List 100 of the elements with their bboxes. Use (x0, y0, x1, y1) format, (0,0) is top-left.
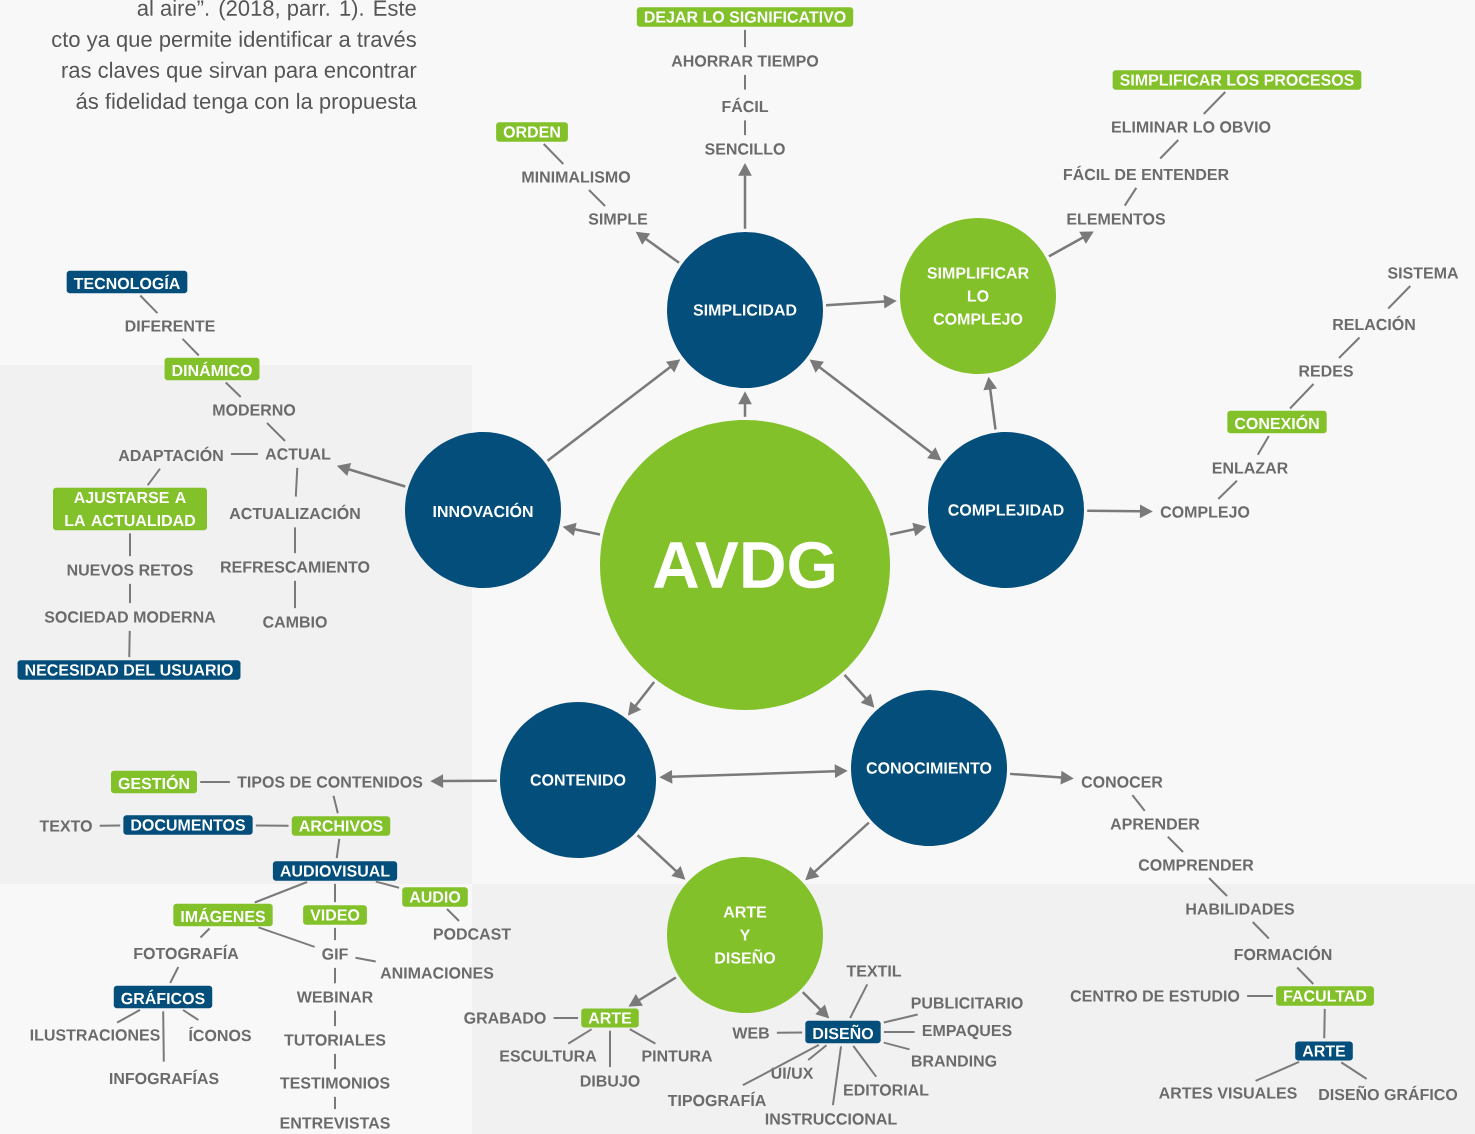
connector-line (446, 908, 461, 922)
keyword-text: EDITORIAL (844, 1084, 929, 1096)
keyword-text: WEB (732, 1027, 769, 1039)
keyword-box: DOCUMENTOS (123, 815, 253, 835)
keyword-text: INFOGRAFÍAS (109, 1069, 219, 1085)
keyword-box: CONEXIÓN (1227, 410, 1327, 434)
connector-line (744, 119, 746, 137)
connector-line (1254, 1060, 1301, 1082)
connector-line (334, 926, 336, 942)
keyword-text: MINIMALISMO (522, 171, 630, 183)
connector-line (1289, 383, 1315, 410)
connector-line (334, 966, 336, 985)
keyword-text: CENTRO DE ESTUDIO (1070, 990, 1240, 1002)
keyword-text: CAMBIO (263, 616, 327, 628)
connector-line (1256, 434, 1270, 456)
keyword-text: ELEMENTOS (1067, 213, 1165, 225)
connector-line (628, 1028, 657, 1045)
keyword-text: ESCULTURA (500, 1050, 597, 1062)
connector-line (588, 189, 607, 207)
connector-line (1159, 139, 1180, 160)
connector-line (1202, 91, 1227, 115)
connector-line (1251, 921, 1270, 940)
keyword-text: HABILIDADES (1186, 903, 1295, 915)
connector-line (335, 837, 341, 860)
keyword-text: REDES (1299, 365, 1353, 377)
connector-line (334, 1095, 336, 1111)
connector-line (1123, 186, 1138, 207)
keyword-text: ADAPTACIÓN (118, 446, 223, 462)
keyword-text: REFRESCAMIENTO (221, 561, 370, 573)
keyword-text: ARTES VISUALES (1159, 1087, 1297, 1099)
connector-line (542, 143, 565, 165)
connector-line (1208, 877, 1229, 897)
connector-line (1296, 966, 1315, 985)
keyword-text: PINTURA (642, 1050, 713, 1062)
connector-line (852, 1044, 878, 1078)
connector-line (1338, 336, 1361, 359)
connector-line (334, 882, 336, 904)
connector-line (139, 294, 159, 315)
connector-line (129, 532, 131, 558)
keyword-text: FOTOGRAFÍA (134, 944, 239, 960)
connector-line (128, 629, 131, 659)
keyword-box: IMÁGENES (173, 903, 273, 927)
keyword-text: PODCAST (433, 928, 511, 940)
keyword-box: ARCHIVOS (291, 816, 391, 836)
keyword-text: ILUSTRACIONES (30, 1029, 160, 1041)
keyword-box: ARTE (1295, 1041, 1353, 1061)
keyword-text: DISEÑO GRÁFICO (1319, 1085, 1458, 1101)
connector-line (1323, 1007, 1326, 1040)
keyword-text: EMPAQUES (922, 1024, 1012, 1040)
keyword-text: ANIMACIONES (380, 967, 494, 979)
keyword-text: ELIMINAR LO OBVIO (1112, 121, 1271, 133)
keyword-text: MODERNO (213, 404, 296, 416)
connector-line (831, 1045, 843, 1107)
keyword-text: COMPLEJO (1160, 506, 1250, 518)
connector-line (162, 1010, 165, 1063)
keyword-text: TEXTIL (846, 965, 902, 977)
keyword-box: SIMPLIFICAR LOS PROCESOS (1112, 70, 1362, 90)
keyword-text: BRANDING (911, 1055, 997, 1067)
connector-line (229, 453, 259, 455)
keyword-text: WEBINAR (296, 991, 373, 1003)
keyword-box: AJUSTARSE A LA ACTUALIDAD (53, 487, 207, 531)
connector-line (1217, 479, 1238, 501)
keyword-box: GESTIÓN (111, 770, 197, 794)
keyword-text: FORMACIÓN (1234, 945, 1332, 961)
keyword-box: AUDIOVISUAL (272, 861, 398, 881)
connector-line (294, 466, 299, 498)
connector-line (146, 467, 161, 487)
keyword-text: ÍCONOS (189, 1026, 251, 1042)
connector-line (882, 1041, 911, 1051)
connector-line (98, 824, 122, 827)
keyword-text: SOCIEDAD MODERNA (44, 611, 216, 623)
keyword-text: NUEVOS RETOS (67, 564, 193, 576)
paragraph-text: ras claves que sirvan para encontrar (62, 61, 417, 83)
keyword-box: ARTE (581, 1008, 639, 1028)
connector-line (334, 1052, 336, 1071)
keyword-text: PUBLICITARIO (911, 997, 1023, 1009)
connector-line (1387, 285, 1412, 310)
connector-line (169, 966, 180, 984)
keyword-text: UI/UX (771, 1067, 814, 1079)
connector-line (744, 28, 746, 49)
keyword-text: SENCILLO (705, 143, 785, 155)
connector-line (882, 1031, 916, 1033)
keyword-text: TIPOS DE CONTENIDOS (237, 776, 423, 788)
keyword-text: COMPRENDER (1138, 859, 1254, 871)
connector-line (224, 381, 242, 399)
keyword-box: NECESIDAD DEL USUARIO (17, 660, 241, 680)
paragraph-text: al aire”. (2018, parr. 1). Este (137, 0, 416, 21)
connector-line (552, 1017, 580, 1019)
connector-line (199, 927, 211, 939)
connector-line (744, 73, 746, 91)
connector-line (609, 1029, 611, 1069)
keyword-text: GRABADO (464, 1012, 546, 1024)
connector-line (354, 956, 377, 963)
connector-line (199, 781, 231, 783)
connector-line (334, 1009, 336, 1028)
keyword-text: FÁCIL DE ENTENDER (1063, 165, 1229, 181)
keyword-box: VIDEO (303, 905, 367, 925)
keyword-text: TUTORIALES (284, 1034, 386, 1046)
keyword-text: DIFERENTE (125, 320, 215, 332)
keyword-text: RELACIÓN (1333, 315, 1415, 331)
